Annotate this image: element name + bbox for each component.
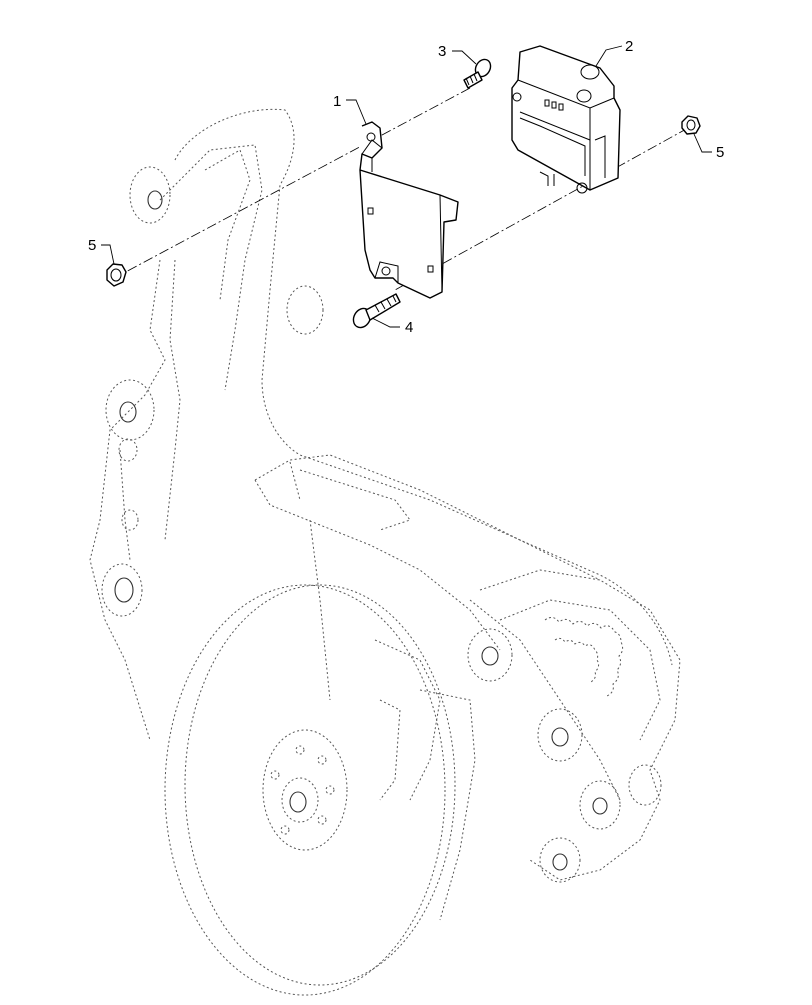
callout-3: 3	[438, 43, 446, 60]
callout-2: 2	[625, 38, 633, 55]
centerline-lower	[394, 127, 689, 291]
part-2-module	[511, 45, 621, 194]
leader-4	[371, 317, 400, 328]
callout-4: 4	[405, 319, 413, 336]
part-5-nut-left	[106, 263, 127, 287]
row-unit-frame-ghost	[89, 108, 681, 883]
leader-2	[595, 45, 623, 67]
centerline-upper	[119, 87, 471, 276]
part-3-bolt	[463, 58, 492, 89]
leader-3	[452, 50, 477, 65]
callouts: 1 2 3 4 5 5	[88, 38, 724, 336]
part-4-bolt	[352, 293, 401, 329]
part-5-nut-right	[681, 115, 701, 135]
callout-1: 1	[333, 93, 341, 110]
callout-5-left: 5	[88, 237, 96, 254]
leader-5-right	[693, 133, 712, 153]
leader-lines	[101, 45, 712, 328]
callout-5-right: 5	[716, 144, 724, 161]
opener-disc-ghost	[164, 584, 476, 996]
part-1-bracket	[359, 121, 459, 299]
leader-1	[346, 99, 367, 125]
leader-5-left	[101, 244, 115, 265]
assembly-centerlines	[119, 87, 689, 291]
